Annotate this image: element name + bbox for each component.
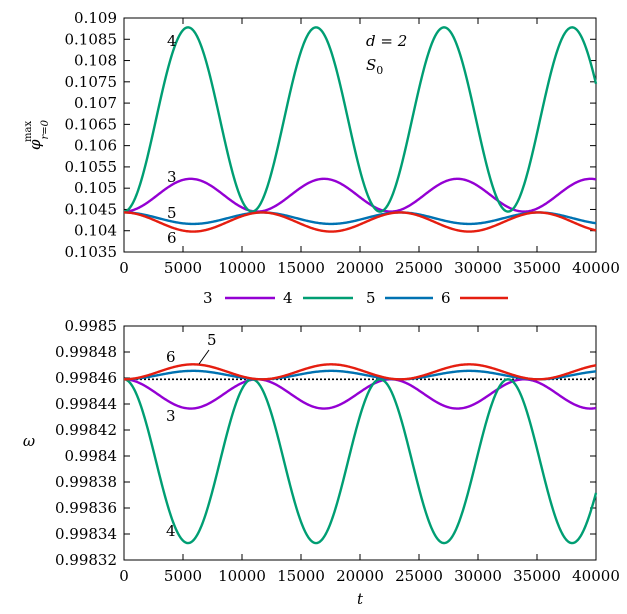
legend-label-5: 5 — [366, 289, 376, 307]
top-y-tick-label: 0.107 — [74, 94, 117, 112]
top-y-tick-label: 0.105 — [74, 179, 117, 197]
bottom-inline-label-6: 6 — [166, 348, 176, 366]
top-y-tick-label: 0.1045 — [65, 200, 118, 218]
bottom-series-lines — [123, 363, 598, 545]
top-y-label-sub: r=0 — [40, 119, 51, 139]
annotation-d: d = 2 — [366, 32, 407, 50]
bottom-y-tick-label: 0.99832 — [55, 551, 117, 569]
bottom-x-tick-label: 30000 — [454, 567, 502, 585]
legend-label-4: 4 — [283, 289, 293, 307]
bottom-y-tick-label: 0.99846 — [55, 369, 117, 387]
bottom-x-tick-label: 25000 — [395, 567, 443, 585]
bottom-x-tick-label: 35000 — [513, 567, 561, 585]
top-x-tick-label: 15000 — [277, 259, 325, 277]
top-x-tick-label: 35000 — [513, 259, 561, 277]
bottom-y-tick-label: 0.99842 — [55, 421, 117, 439]
bottom-x-tick-label: 40000 — [572, 567, 620, 585]
top-series-line-4 — [123, 26, 598, 213]
top-series-line-3 — [123, 177, 597, 213]
top-y-ticks: 0.1035 0.104 0.1045 0.105 0.1055 0.106 0.1065 0… — [65, 9, 596, 261]
bottom-y-axis-label: ω — [23, 432, 35, 450]
bottom-series-line-6 — [123, 363, 597, 381]
top-y-label-base: φ — [26, 139, 44, 150]
top-series-lines — [123, 26, 598, 233]
top-x-tick-label: 30000 — [454, 259, 502, 277]
top-series-line-6 — [123, 211, 597, 233]
top-inline-label-6: 6 — [167, 229, 177, 247]
bottom-x-ticks: 0 5000 10000 15000 20000 25000 30000 35000 40000 — [119, 326, 620, 585]
legend-label-3: 3 — [203, 289, 213, 307]
bottom-x-axis-label: t — [357, 590, 364, 608]
bottom-x-tick-label: 15000 — [277, 567, 325, 585]
top-x-ticks: 0 5000 10000 15000 20000 25000 30000 35000 40000 — [119, 18, 620, 277]
top-y-tick-label: 0.1035 — [65, 243, 118, 261]
top-inline-label-5: 5 — [167, 204, 177, 222]
top-x-tick-label: 0 — [119, 259, 129, 277]
bottom-inline-label-4: 4 — [166, 522, 176, 540]
top-inline-label-4: 4 — [167, 32, 177, 50]
bottom-inline-label-3: 3 — [166, 407, 176, 425]
annotation-s: S0 — [366, 56, 383, 77]
top-y-tick-label: 0.106 — [74, 137, 117, 155]
legend-label-6: 6 — [441, 289, 451, 307]
bottom-y-tick-label: 0.99838 — [55, 473, 117, 491]
bottom-y-ticks: 0.99832 0.99834 0.99836 0.99838 0.9984 0.9984… — [55, 317, 596, 569]
bottom-series-line-5 — [123, 369, 597, 381]
top-x-tick-label: 40000 — [572, 259, 620, 277]
top-x-tick-label: 5000 — [164, 259, 202, 277]
top-x-tick-label: 25000 — [395, 259, 443, 277]
phi-max-panel: 0 5000 10000 15000 20000 25000 30000 35000 40000… — [23, 9, 620, 277]
top-series-line-5 — [123, 211, 597, 226]
bottom-inline-label-5: 5 — [207, 331, 217, 349]
bottom-y-tick-label: 0.99834 — [55, 525, 117, 543]
top-inline-label-3: 3 — [167, 168, 177, 186]
top-y-tick-label: 0.1065 — [65, 115, 118, 133]
top-y-tick-label: 0.1055 — [65, 158, 118, 176]
omega-panel: 0 5000 10000 15000 20000 25000 30000 35000 40000… — [23, 317, 620, 608]
top-y-axis-label: φr=0 max — [23, 119, 51, 150]
top-x-tick-label: 20000 — [336, 259, 384, 277]
bottom-y-tick-label: 0.99836 — [55, 499, 117, 517]
bottom-y-tick-label: 0.9985 — [65, 317, 118, 335]
label-5-pointer — [198, 349, 210, 365]
top-y-tick-label: 0.109 — [74, 9, 117, 27]
bottom-y-tick-label: 0.99848 — [55, 343, 117, 361]
bottom-x-tick-label: 5000 — [164, 567, 202, 585]
top-y-tick-label: 0.104 — [74, 222, 117, 240]
top-y-tick-label: 0.108 — [74, 52, 117, 70]
bottom-x-tick-label: 0 — [119, 567, 129, 585]
bottom-series-line-3 — [123, 378, 597, 410]
bottom-x-tick-label: 10000 — [218, 567, 266, 585]
top-y-label-sup: max — [23, 121, 34, 142]
bottom-series-line-4 — [123, 378, 598, 545]
legend: 3 4 5 6 — [203, 289, 508, 307]
top-plot-frame — [123, 17, 597, 253]
top-y-tick-label: 0.1075 — [65, 73, 118, 91]
bottom-y-tick-label: 0.99844 — [55, 395, 117, 413]
bottom-y-tick-label: 0.9984 — [65, 447, 118, 465]
top-x-tick-label: 10000 — [218, 259, 266, 277]
bottom-plot-frame — [123, 325, 597, 561]
bottom-x-tick-label: 20000 — [336, 567, 384, 585]
top-y-tick-label: 0.1085 — [65, 30, 118, 48]
